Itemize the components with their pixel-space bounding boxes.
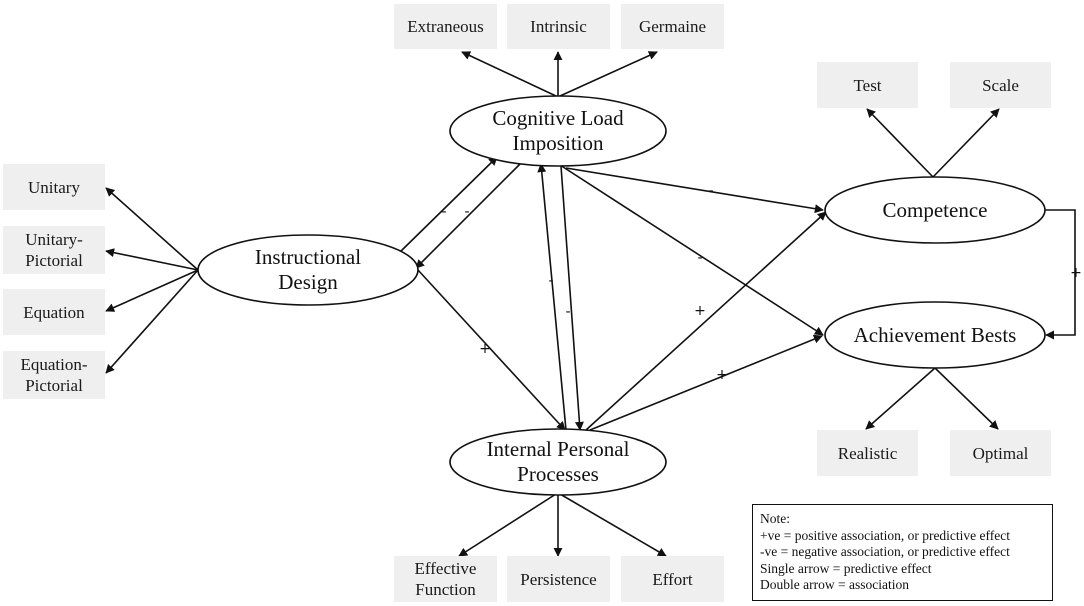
- indicator-effort: Effort: [621, 556, 724, 602]
- indicator-optimal: Optimal: [950, 430, 1051, 476]
- indicator-germaine: Germaine: [621, 4, 724, 49]
- indicator-scale: Scale: [950, 62, 1051, 108]
- arrow-competence-to-test: [866, 108, 934, 178]
- sign-cli-to-competence: -: [708, 183, 714, 199]
- achievement-bests-ellipse: [824, 301, 1046, 369]
- arrow-ipp-to-cli: [537, 163, 567, 431]
- instructional-design-ellipse: [197, 234, 419, 306]
- indicator-equation: Equation: [3, 289, 105, 335]
- note-line-single-arrow: Single arrow = predictive effect: [760, 560, 932, 576]
- double-arrow-competence-achievement: [1037, 205, 1076, 340]
- indicator-extraneous: Extraneous: [394, 4, 497, 49]
- note-line-double-arrow: Double arrow = association: [760, 577, 909, 592]
- competence-ellipse: [824, 176, 1046, 244]
- note-line-negative: -ve = negative association, or predictiv…: [760, 544, 1010, 559]
- sign-id-to-ipp: +: [479, 341, 491, 357]
- arrow-id-to-unitary-pictorial: [105, 248, 199, 271]
- sign-cli-to-ipp: -: [565, 304, 571, 320]
- arrow-id-to-unitary: [105, 187, 199, 271]
- arrow-id-to-cli: [399, 156, 498, 253]
- indicator-test: Test: [817, 62, 918, 108]
- arrow-id-to-equation: [105, 269, 199, 312]
- arrow-competence-to-scale: [932, 108, 1000, 178]
- sign-ipp-to-cli: -: [548, 273, 554, 289]
- cognitive-load-ellipse: [449, 95, 667, 167]
- arrow-achievement-to-optimal: [934, 367, 999, 430]
- arrow-cli-to-extraneous: [461, 51, 557, 97]
- arrow-ipp-to-effective-function: [458, 493, 557, 557]
- sign-id-to-cli: -: [464, 204, 470, 220]
- note-line-positive: +ve = positive association, or predictiv…: [760, 527, 1011, 543]
- arrow-cli-to-germaine: [559, 51, 658, 97]
- indicator-equation-pictorial: Equation-Pictorial: [3, 351, 105, 399]
- indicator-unitary-pictorial: Unitary-Pictorial: [3, 226, 105, 274]
- arrow-ipp-to-achievement: [589, 334, 823, 431]
- note-heading: Note:: [760, 511, 790, 526]
- sign-competence-achievement: +: [1070, 265, 1082, 281]
- sign-cli-to-id: -: [441, 204, 447, 220]
- arrow-ipp-to-effort: [559, 493, 667, 557]
- arrow-id-to-ipp: [417, 269, 566, 431]
- sign-ipp-to-achievement: +: [716, 367, 728, 383]
- arrow-cli-to-id: [415, 163, 521, 269]
- indicator-intrinsic: Intrinsic: [507, 4, 610, 49]
- note-box: Note: +ve = positive association, or pre…: [752, 504, 1053, 601]
- indicator-realistic: Realistic: [817, 430, 918, 476]
- arrow-cli-to-ipp: [560, 165, 584, 431]
- indicator-persistence: Persistence: [507, 556, 610, 602]
- arrow-id-to-equation-pictorial: [105, 269, 199, 374]
- arrow-cli-to-achievement: [559, 164, 824, 336]
- arrow-cli-to-competence: [565, 167, 824, 214]
- indicator-effective-function: Effective Function: [394, 556, 497, 602]
- sign-cli-to-achievement: -: [697, 250, 703, 266]
- arrow-ipp-to-competence: [585, 211, 827, 431]
- internal-personal-ellipse: [449, 428, 667, 496]
- sign-ipp-to-competence: +: [694, 303, 706, 319]
- indicator-unitary: Unitary: [3, 164, 105, 210]
- arrow-achievement-to-realistic: [865, 367, 936, 430]
